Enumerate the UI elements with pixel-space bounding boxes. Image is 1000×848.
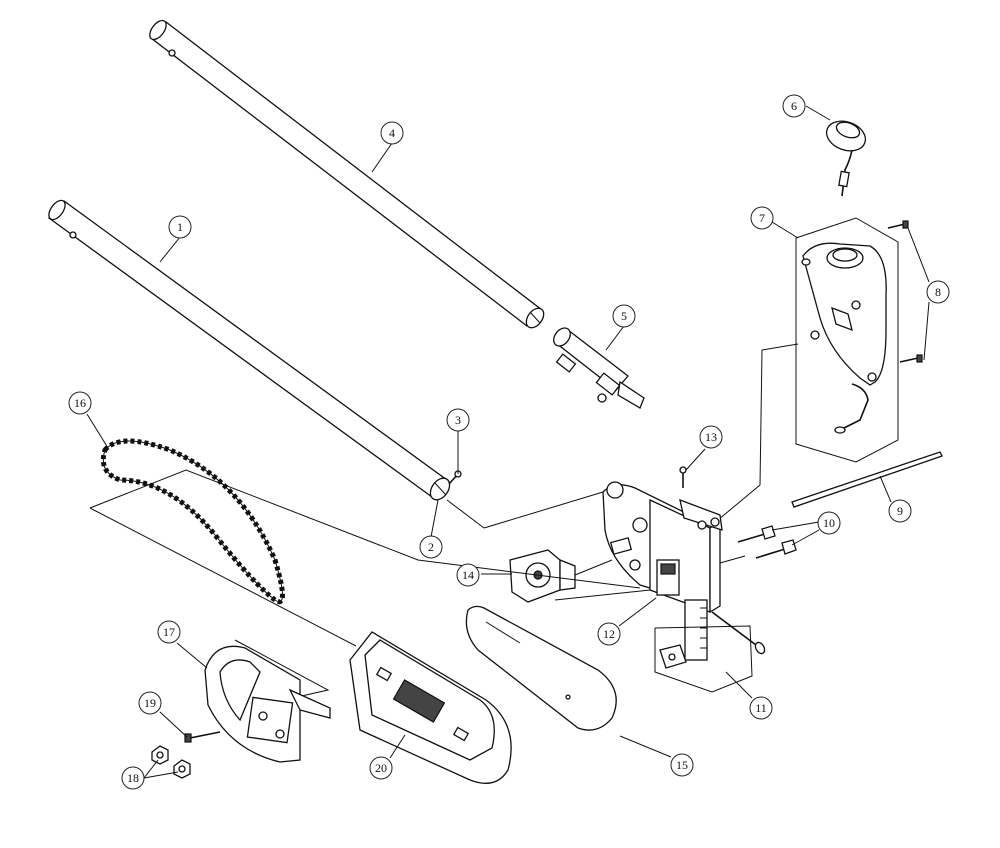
part-6-oil-cap	[825, 120, 867, 197]
part-13-pin	[679, 466, 687, 488]
part-3-screw	[448, 470, 462, 485]
callout-10: 10	[817, 511, 841, 535]
part-18-nuts	[151, 745, 191, 779]
part-10-bolts	[719, 525, 797, 564]
part-14-sprocket	[509, 549, 613, 603]
part-9-rod	[791, 451, 943, 508]
svg-text:19: 19	[144, 696, 156, 710]
svg-text:16: 16	[74, 396, 86, 410]
callout-4: 4	[380, 121, 404, 145]
part-17-chain-cover	[204, 639, 331, 763]
part-19-bolt	[184, 731, 221, 743]
svg-text:8: 8	[935, 285, 941, 299]
callout-19: 19	[138, 691, 162, 715]
part-1-lower-shaft	[48, 199, 451, 501]
callout-20: 20	[369, 756, 393, 780]
svg-text:6: 6	[791, 99, 797, 113]
part-15-guide-bar	[465, 605, 617, 731]
svg-text:14: 14	[462, 568, 474, 582]
callout-14: 14	[456, 563, 480, 587]
callout-11: 11	[749, 696, 773, 720]
part-20-scabbard	[349, 631, 512, 784]
svg-text:3: 3	[455, 413, 461, 427]
callout-1: 1	[168, 215, 192, 239]
svg-text:5: 5	[621, 309, 627, 323]
leader-lines	[86, 105, 930, 779]
part-4-upper-shaft	[149, 19, 545, 329]
svg-text:18: 18	[127, 771, 139, 785]
callout-6: 6	[782, 94, 806, 118]
svg-text:13: 13	[705, 430, 717, 444]
part-12-powerhead	[446, 481, 723, 661]
part-8-screws	[887, 220, 923, 363]
callout-12: 12	[597, 622, 621, 646]
svg-text:10: 10	[823, 516, 835, 530]
callout-17: 17	[157, 620, 181, 644]
part-5-coupler	[553, 327, 645, 409]
callout-13: 13	[699, 425, 723, 449]
callout-5: 5	[612, 304, 636, 328]
svg-text:20: 20	[375, 761, 387, 775]
callout-8: 8	[926, 280, 950, 304]
callout-3: 3	[446, 408, 470, 432]
callout-18: 18	[121, 766, 145, 790]
part-16-chain	[89, 438, 641, 647]
svg-text:7: 7	[759, 211, 765, 225]
svg-text:1: 1	[177, 220, 183, 234]
callout-15: 15	[670, 753, 694, 777]
callout-2: 2	[419, 535, 443, 559]
svg-text:9: 9	[897, 504, 903, 518]
svg-text:12: 12	[603, 627, 615, 641]
svg-text:2: 2	[428, 540, 434, 554]
svg-text:11: 11	[755, 701, 767, 715]
part-11-tensioner	[654, 611, 766, 693]
callout-7: 7	[750, 206, 774, 230]
callout-9: 9	[888, 499, 912, 523]
part-7-oil-tank	[717, 217, 899, 521]
svg-text:17: 17	[163, 625, 175, 639]
svg-text:4: 4	[389, 126, 395, 140]
svg-text:15: 15	[676, 758, 688, 772]
callout-16: 16	[68, 391, 92, 415]
